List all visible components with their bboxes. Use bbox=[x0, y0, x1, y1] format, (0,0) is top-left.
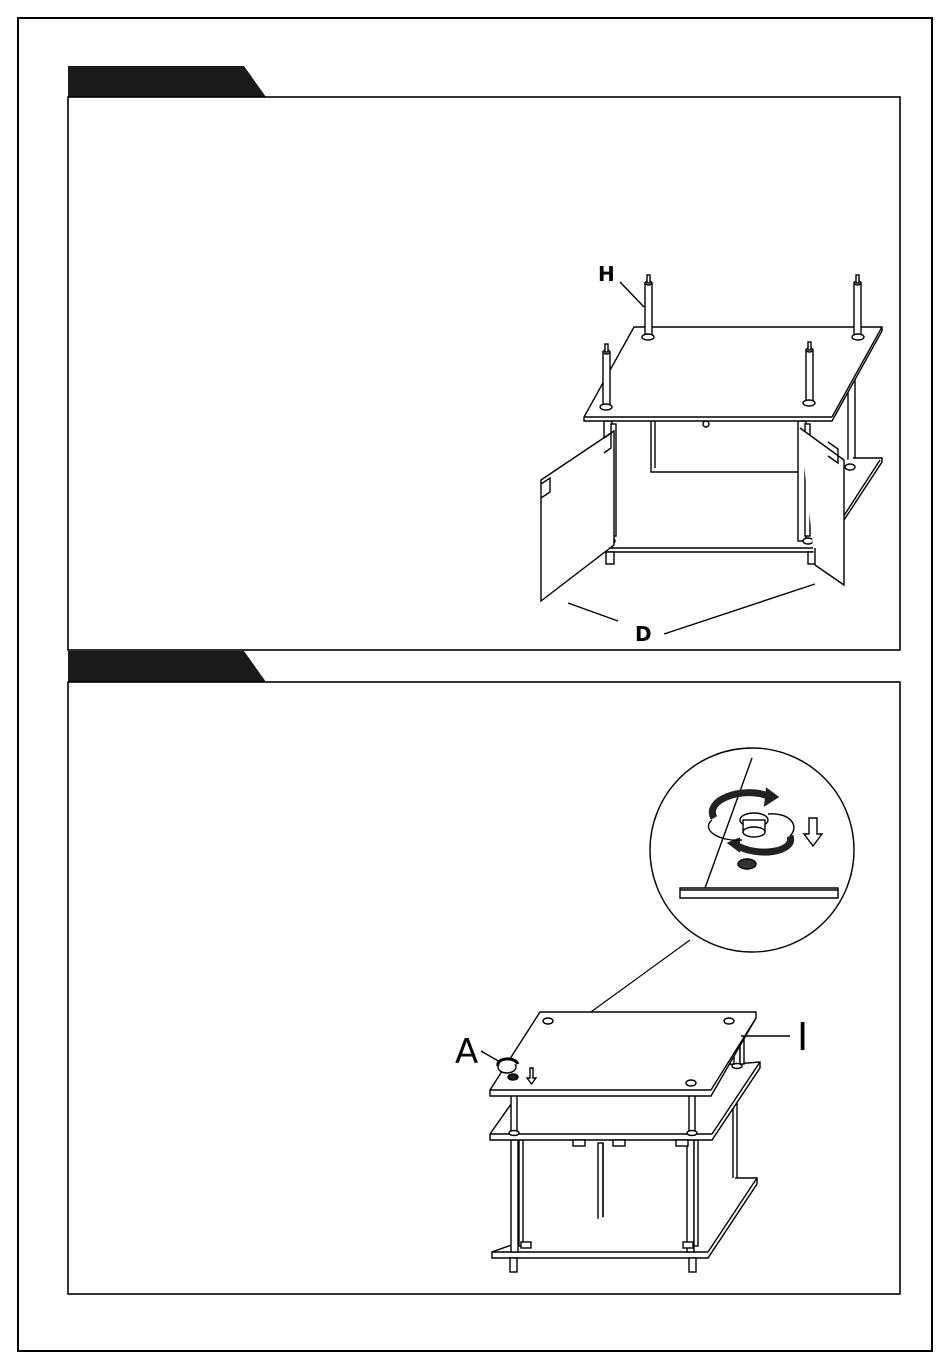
label-d: D bbox=[635, 622, 652, 646]
label-a: A bbox=[455, 1032, 478, 1072]
assembled-cabinet-drawing bbox=[481, 1012, 790, 1272]
step-2-tab bbox=[68, 651, 266, 682]
leader-d-right bbox=[664, 584, 815, 634]
leader-d-left bbox=[568, 603, 618, 621]
back-panel bbox=[651, 421, 801, 472]
step-2-panel: A I bbox=[68, 651, 900, 1294]
label-h: H bbox=[598, 262, 615, 286]
cabinet-assembly-drawing bbox=[541, 275, 882, 634]
step-1-tab bbox=[68, 66, 266, 97]
leader-a bbox=[481, 1051, 500, 1062]
label-i: I bbox=[797, 1015, 808, 1059]
leader-h bbox=[620, 282, 644, 307]
top-shelf-i bbox=[490, 1012, 756, 1096]
detail-magnifier bbox=[650, 748, 854, 952]
door-left bbox=[541, 431, 614, 601]
bottom-shelf-2 bbox=[492, 1178, 757, 1258]
step-1-panel: H D bbox=[68, 66, 900, 650]
page-border bbox=[18, 18, 932, 1351]
